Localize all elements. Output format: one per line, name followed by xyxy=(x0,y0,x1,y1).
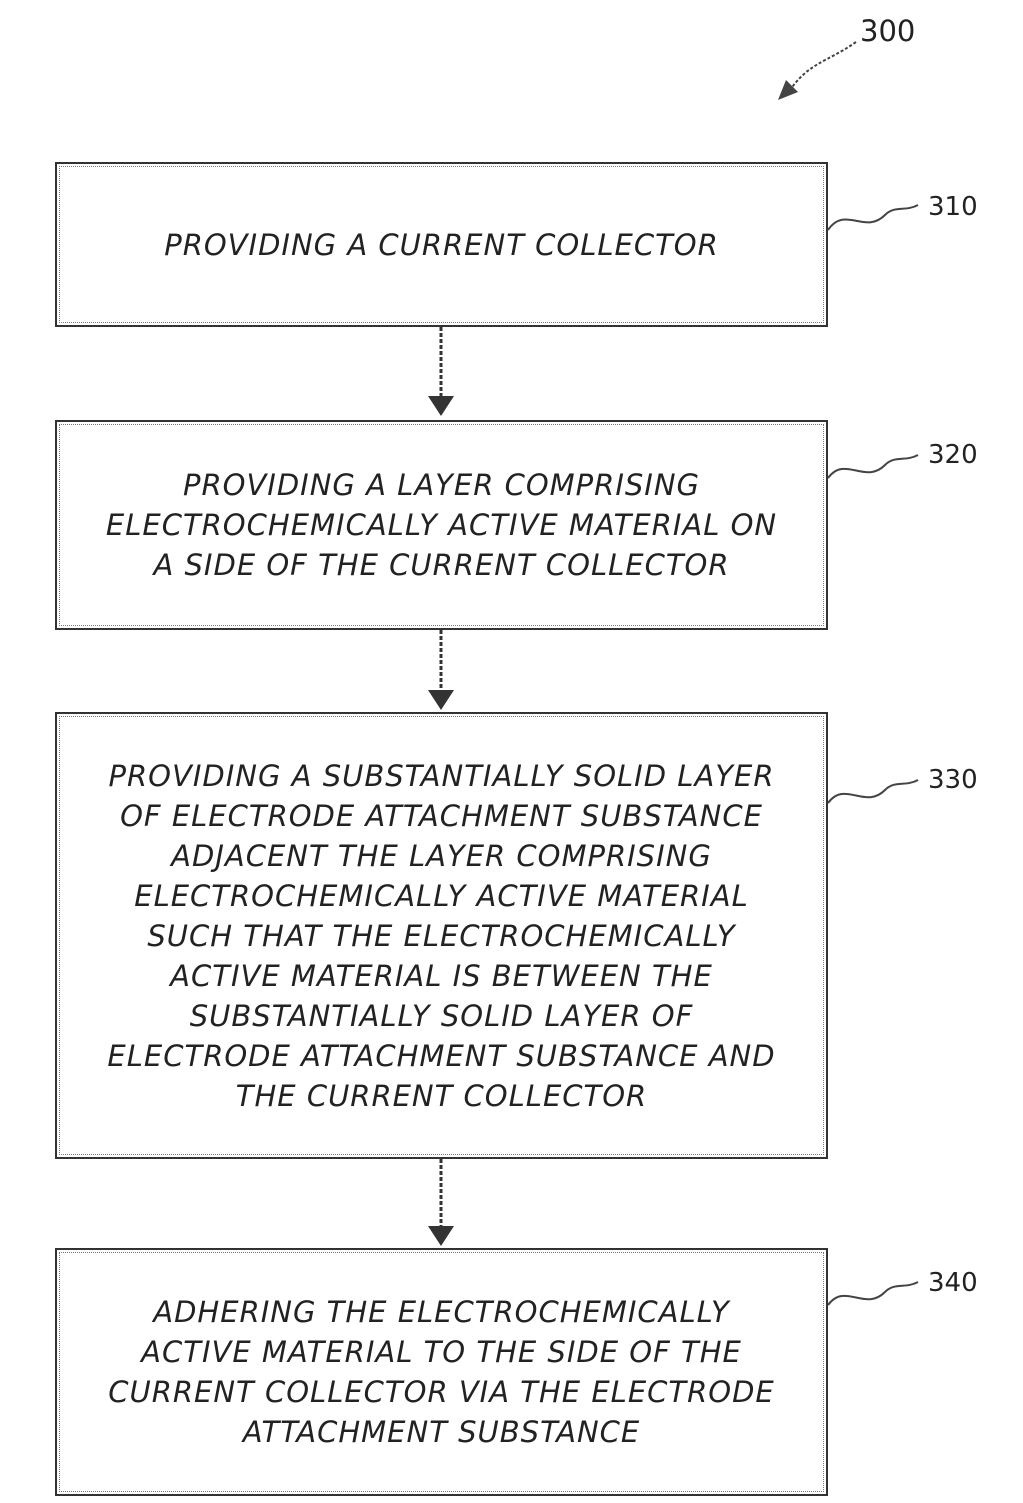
figure-reference-label: 300 xyxy=(860,14,915,48)
step-text-320: PROVIDING A LAYER COMPRISING ELECTROCHEM… xyxy=(57,465,826,585)
step-box-320: PROVIDING A LAYER COMPRISING ELECTROCHEM… xyxy=(55,420,828,630)
step-ref-320: 320 xyxy=(928,440,978,470)
step-box-340: ADHERING THE ELECTROCHEMICALLY ACTIVE MA… xyxy=(55,1248,828,1496)
leader-line-330 xyxy=(828,780,918,803)
step-ref-330: 330 xyxy=(928,765,978,795)
flow-arrow-320-330 xyxy=(428,630,454,710)
step-text-340: ADHERING THE ELECTROCHEMICALLY ACTIVE MA… xyxy=(57,1292,826,1452)
step-text-310: PROVIDING A CURRENT COLLECTOR xyxy=(57,225,826,265)
step-text-330: PROVIDING A SUBSTANTIALLY SOLID LAYER OF… xyxy=(57,756,826,1116)
figure-reference-arrowhead xyxy=(778,80,798,100)
step-box-330: PROVIDING A SUBSTANTIALLY SOLID LAYER OF… xyxy=(55,712,828,1159)
flow-arrow-310-320 xyxy=(428,327,454,416)
leader-line-310 xyxy=(828,205,918,230)
figure-reference-arrow xyxy=(790,42,856,90)
leader-line-320 xyxy=(828,455,918,478)
leader-line-340 xyxy=(828,1282,918,1305)
flow-arrow-330-340 xyxy=(428,1159,454,1246)
step-box-310: PROVIDING A CURRENT COLLECTOR xyxy=(55,162,828,327)
step-ref-340: 340 xyxy=(928,1268,978,1298)
step-ref-310: 310 xyxy=(928,192,978,222)
